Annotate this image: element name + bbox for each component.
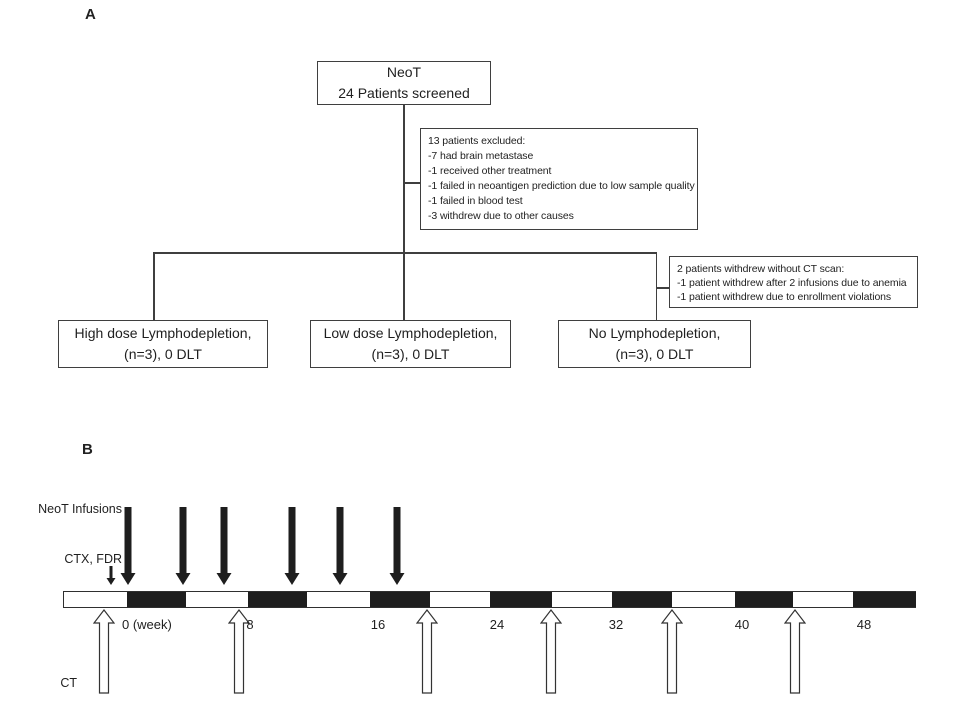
week-tick-label: 8 <box>246 617 254 632</box>
excluded-line: -7 had brain metastase <box>428 150 534 162</box>
week-tick-label: 16 <box>370 617 386 632</box>
timeline-black-segment <box>247 592 307 607</box>
connector-stub-withdrew <box>656 287 669 289</box>
neot-infusion-arrow <box>120 507 136 585</box>
arm-high-line1: High dose Lymphodepletion, <box>74 325 252 341</box>
ct-scan-arrow <box>540 609 562 694</box>
panel-a-label: A <box>85 6 96 23</box>
timeline-black-segment <box>126 592 186 607</box>
withdrew-box: 2 patients withdrew without CT scan: -1 … <box>669 256 918 308</box>
withdrew-line: 2 patients withdrew without CT scan: <box>677 263 845 275</box>
excluded-line: 13 patients excluded: <box>428 135 526 147</box>
timeline-bar <box>63 591 916 608</box>
arm-high-line2: (n=3), 0 DLT <box>124 346 202 362</box>
arm-no-line1: No Lymphodepletion, <box>588 325 721 341</box>
withdrew-line: -1 patient withdrew after 2 infusions du… <box>677 277 907 289</box>
arm-box-high-dose: High dose Lymphodepletion, (n=3), 0 DLT <box>58 320 268 368</box>
neot-infusion-arrow <box>175 507 191 585</box>
arm-no-line2: (n=3), 0 DLT <box>615 346 694 362</box>
timeline-black-segment <box>369 592 430 607</box>
ct-scan-arrow <box>784 609 806 694</box>
ctx-fdr-row-label: CTX, FDR <box>64 552 122 566</box>
timeline-black-segment <box>734 592 793 607</box>
neot-infusion-arrow <box>284 507 300 585</box>
connector-vertical-left <box>153 252 155 320</box>
excluded-line: -1 failed in blood test <box>428 195 523 207</box>
arm-box-low-dose: Low dose Lymphodepletion, (n=3), 0 DLT <box>310 320 511 368</box>
ct-scan-arrow <box>228 609 250 694</box>
arm-low-line1: Low dose Lymphodepletion, <box>323 325 498 341</box>
week-tick-label: 0 (week) <box>122 617 172 632</box>
timeline-black-segment <box>852 592 916 607</box>
neot-infusion-arrow <box>216 507 232 585</box>
excluded-line: -3 withdrew due to other causes <box>428 210 574 222</box>
ct-row-label: CT <box>60 676 77 690</box>
screening-box-line2: 24 Patients screened <box>338 85 470 101</box>
week-tick-label: 24 <box>489 617 505 632</box>
ctx-fdr-arrow <box>106 566 115 585</box>
week-tick-label: 40 <box>734 617 750 632</box>
neot-infusion-arrow <box>389 507 405 585</box>
panel-b-label: B <box>82 441 93 458</box>
week-tick-label: 32 <box>608 617 624 632</box>
screening-box-line1: NeoT <box>386 64 422 80</box>
arm-low-line2: (n=3), 0 DLT <box>371 346 450 362</box>
screening-box: NeoT 24 Patients screened <box>317 61 491 105</box>
withdrew-line: -1 patient withdrew due to enrollment vi… <box>677 291 892 303</box>
connector-vertical-right <box>655 252 657 320</box>
ct-scan-arrow <box>661 609 683 694</box>
week-tick-label: 48 <box>856 617 872 632</box>
connector-vertical-center <box>403 105 405 320</box>
arm-box-no-lymphodepletion: No Lymphodepletion, (n=3), 0 DLT <box>558 320 751 368</box>
connector-horizontal-split <box>153 252 657 254</box>
timeline-black-segment <box>611 592 672 607</box>
ct-scan-arrow <box>416 609 438 694</box>
connector-stub-excluded <box>403 182 420 184</box>
neot-infusion-arrow <box>332 507 348 585</box>
excluded-line: -1 received other treatment <box>428 165 552 177</box>
neot-infusions-row-label: NeoT Infusions <box>38 502 122 516</box>
excluded-line: -1 failed in neoantigen prediction due t… <box>428 180 695 192</box>
excluded-box: 13 patients excluded: -7 had brain metas… <box>420 128 698 230</box>
timeline-black-segment <box>489 592 552 607</box>
ct-scan-arrow <box>93 609 115 694</box>
